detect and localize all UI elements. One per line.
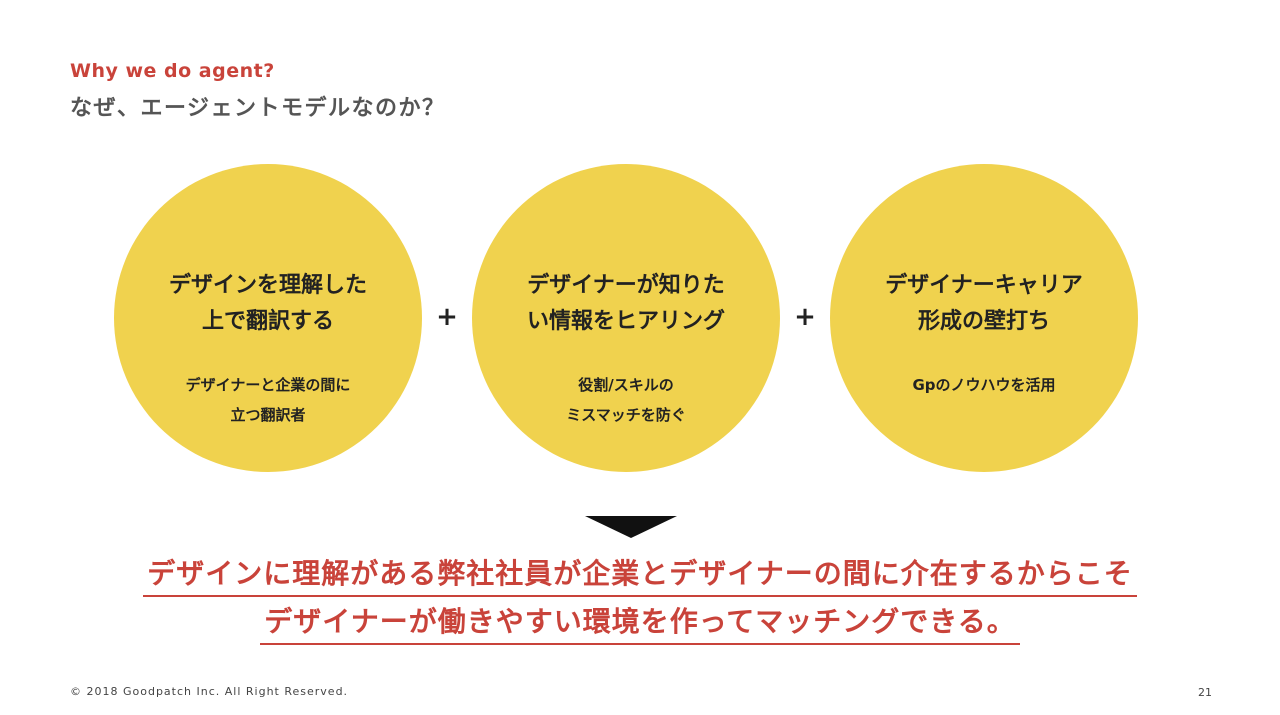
circle-title: デザイナーキャリア 形成の壁打ち [885,273,1083,334]
down-arrow-icon [585,516,677,538]
circle-description: 役割/スキルの ミスマッチを防ぐ [566,376,686,424]
plus-sign: + [794,302,816,332]
circle-description: Gpのノウハウを活用 [912,376,1056,394]
circle-title: デザイナーが知りた い情報をヒアリング [526,273,725,334]
copyright-notice: © 2018 Goodpatch Inc. All Right Reserved… [70,685,349,698]
conclusion-text: デザインに理解がある弊社社員が企業とデザイナーの間に介在するからこそ [143,557,1137,597]
circle-description: デザイナーと企業の間に 立つ翻訳者 [185,376,351,424]
conclusion-text: デザイナーが働きやすい環境を作ってマッチングできる。 [260,605,1020,645]
page-number: 21 [1198,686,1212,699]
circle-title: デザインを理解した 上で翻訳する [168,273,367,334]
point-circle-hearing: デザイナーが知りた い情報をヒアリング 役割/スキルの ミスマッチを防ぐ [472,164,780,472]
plus-sign: + [436,302,458,332]
section-eyebrow: Why we do agent? [70,60,275,82]
slide-title: なぜ、エージェントモデルなのか？ [70,96,446,121]
point-circle-career: デザイナーキャリア 形成の壁打ち Gpのノウハウを活用 [830,164,1138,472]
conclusion-line-1: デザインに理解がある弊社社員が企業とデザイナーの間に介在するからこそ [0,557,1280,597]
conclusion-line-2: デザイナーが働きやすい環境を作ってマッチングできる。 [0,605,1280,645]
point-circle-translation: デザインを理解した 上で翻訳する デザイナーと企業の間に 立つ翻訳者 [114,164,422,472]
